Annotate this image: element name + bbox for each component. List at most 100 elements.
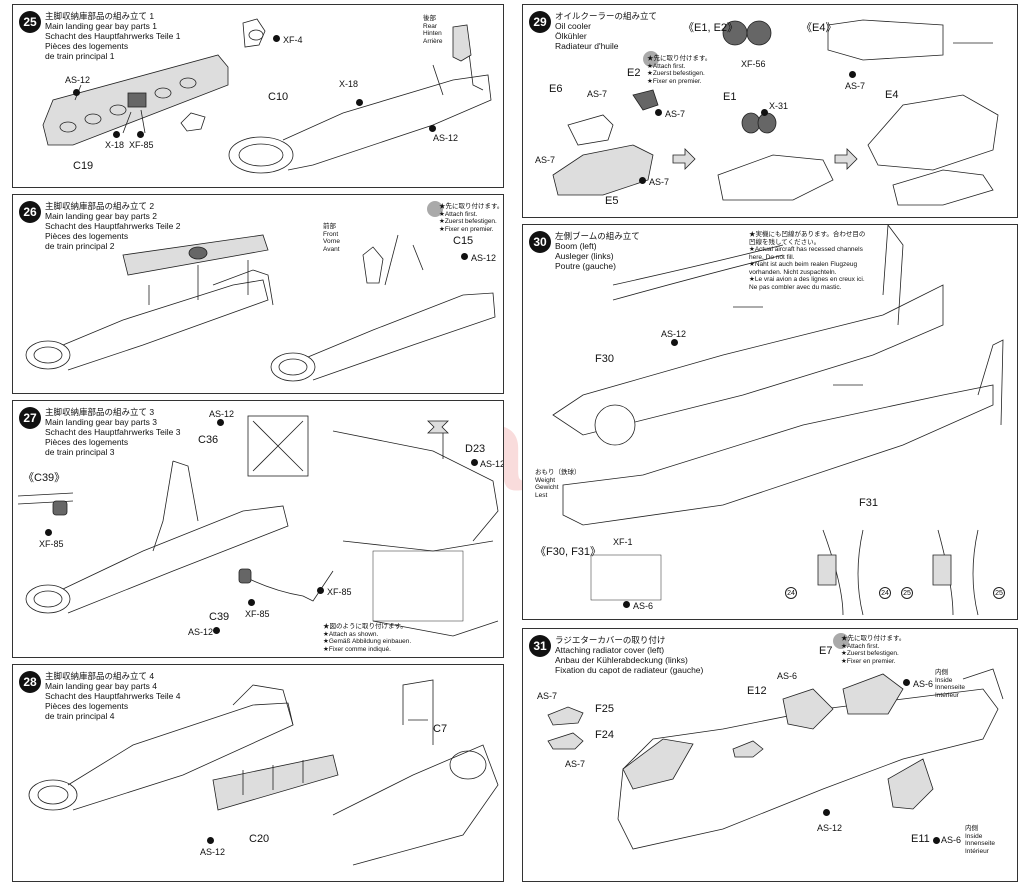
paint-as7: AS-7 (649, 177, 670, 187)
paint-as12: AS-12 (188, 627, 214, 637)
step-31-panel: 31 ラジエターカバーの取り付け Attaching radiator cove… (522, 628, 1018, 882)
glue-dot (217, 419, 224, 426)
step-number: 29 (529, 11, 551, 33)
glue-dot (471, 459, 478, 466)
step-titles: 主脚収納庫部品の組み立て 3 Main landing gear bay par… (45, 407, 181, 457)
paint-x18: X-18 (105, 140, 125, 150)
step-titles: 主脚収納庫部品の組み立て 1 Main landing gear bay par… (45, 11, 181, 61)
part-e4: E4 (885, 89, 899, 101)
paint-xf85: XF-85 (245, 609, 270, 619)
part-e1: E1 (723, 91, 737, 103)
glue-dot (461, 253, 468, 260)
oil-cooler-drawing (552, 19, 999, 206)
part-e11: E11 (911, 833, 930, 845)
step-26-panel: 26 主脚収納庫部品の組み立て 2 Main landing gear bay … (12, 194, 504, 394)
paint-as7: AS-7 (665, 109, 686, 119)
paint-xf56: XF-56 (741, 59, 766, 69)
part-c7: C7 (433, 723, 448, 735)
glue-dot (317, 587, 324, 594)
gear-bay-drawing (17, 415, 499, 637)
part-c39: C39 (209, 611, 230, 623)
glue-dot (655, 109, 662, 116)
glue-dot (207, 837, 214, 844)
glue-dot (671, 339, 678, 346)
step-titles: ラジエターカバーの取り付け Attaching radiator cover (… (555, 635, 704, 675)
paint-as7: AS-7 (537, 691, 558, 701)
glue-dot (213, 627, 220, 634)
part-c20: C20 (249, 833, 270, 845)
glue-dot (356, 99, 363, 106)
part-e1-e2-ref: 《E1, E2》 (683, 22, 739, 34)
paint-xf85: XF-85 (129, 140, 154, 150)
direction-rear: 後部 Rear Hinten Arrière (423, 15, 443, 45)
paint-as12: AS-12 (471, 253, 497, 263)
glue-dot (273, 35, 280, 42)
paint-as12: AS-12 (817, 823, 843, 833)
step-number: 28 (19, 671, 41, 693)
glue-dot (45, 529, 52, 536)
glue-dot (248, 599, 255, 606)
glue-dot (761, 109, 768, 116)
paint-as12: AS-12 (209, 409, 235, 419)
part-e5: E5 (605, 195, 619, 207)
attach-first-marker (427, 201, 443, 217)
part-c36: C36 (198, 434, 219, 446)
paint-as6: AS-6 (941, 835, 962, 845)
part-f30-f31-ref: 《F30, F31》 (535, 546, 602, 558)
part-f30: F30 (595, 353, 614, 365)
paint-as7: AS-7 (565, 759, 586, 769)
gear-bay-drawing (25, 234, 496, 382)
part-c19: C19 (73, 160, 94, 172)
step-ref-25: 25 (901, 587, 913, 599)
step-titles: 主脚収納庫部品の組み立て 4 Main landing gear bay par… (45, 671, 181, 721)
paint-xf85: XF-85 (327, 587, 352, 597)
glue-dot (73, 89, 80, 96)
boom-drawing (552, 225, 1004, 616)
paint-as6: AS-6 (777, 671, 798, 681)
paint-as12: AS-12 (433, 133, 459, 143)
step-ref-24: 24 (785, 587, 797, 599)
recessed-channel-note: ★実機にも凹線があります。合わせ目の 凹線を残してください。 ★Actual a… (749, 231, 866, 291)
paint-as6: AS-6 (913, 679, 934, 689)
paint-as12: AS-12 (661, 329, 687, 339)
glue-dot (933, 837, 940, 844)
glue-dot (113, 131, 120, 138)
paint-x18: X-18 (339, 79, 359, 89)
part-e7: E7 (819, 645, 833, 657)
direction-front: 前部 Front Vorne Avant (323, 223, 340, 253)
part-d23: D23 (465, 443, 486, 455)
paint-xf1: XF-1 (613, 537, 633, 547)
step-number: 31 (529, 635, 551, 657)
weight-label: おもり（鉄球） Weight Gewicht Lest (535, 469, 581, 499)
part-c10: C10 (268, 91, 289, 103)
attach-first-marker (643, 51, 659, 67)
part-e6: E6 (549, 83, 563, 95)
attach-as-shown-note: ★図のように取り付けます。 ★Attach as shown. ★Gemäß A… (323, 623, 412, 653)
gear-bay-drawing (42, 18, 492, 174)
step-ref-25: 25 (993, 587, 1005, 599)
paint-as12: AS-12 (200, 847, 226, 857)
step-number: 25 (19, 11, 41, 33)
glue-dot (903, 679, 910, 686)
paint-as6: AS-6 (633, 601, 654, 611)
glue-dot (849, 71, 856, 78)
gear-bay-drawing (28, 679, 499, 866)
step-titles: 主脚収納庫部品の組み立て 2 Main landing gear bay par… (45, 201, 181, 251)
part-f31: F31 (859, 497, 878, 509)
paint-xf4: XF-4 (283, 35, 303, 45)
paint-x31: X-31 (769, 101, 789, 111)
attach-first-marker (833, 633, 849, 649)
attach-first-note: ★先に取り付けます。 ★Attach first. ★Zuerst befest… (439, 203, 504, 233)
step-25-panel: 25 主脚収納庫部品の組み立て 1 Main landing gear bay … (12, 4, 504, 188)
part-f24: F24 (595, 729, 614, 741)
step-number: 30 (529, 231, 551, 253)
step-titles: 左側ブームの組み立て Boom (left) Ausleger (links) … (555, 231, 640, 271)
attach-first-note: ★先に取り付けます。 ★Attach first. ★Zuerst befest… (841, 635, 906, 665)
part-e12: E12 (747, 685, 767, 697)
paint-xf85: XF-85 (39, 539, 64, 549)
glue-dot (823, 809, 830, 816)
part-f25: F25 (595, 703, 614, 715)
attach-first-note: ★先に取り付けます。 ★Attach first. ★Zuerst befest… (647, 55, 712, 85)
step-number: 26 (19, 201, 41, 223)
step-ref-24: 24 (879, 587, 891, 599)
